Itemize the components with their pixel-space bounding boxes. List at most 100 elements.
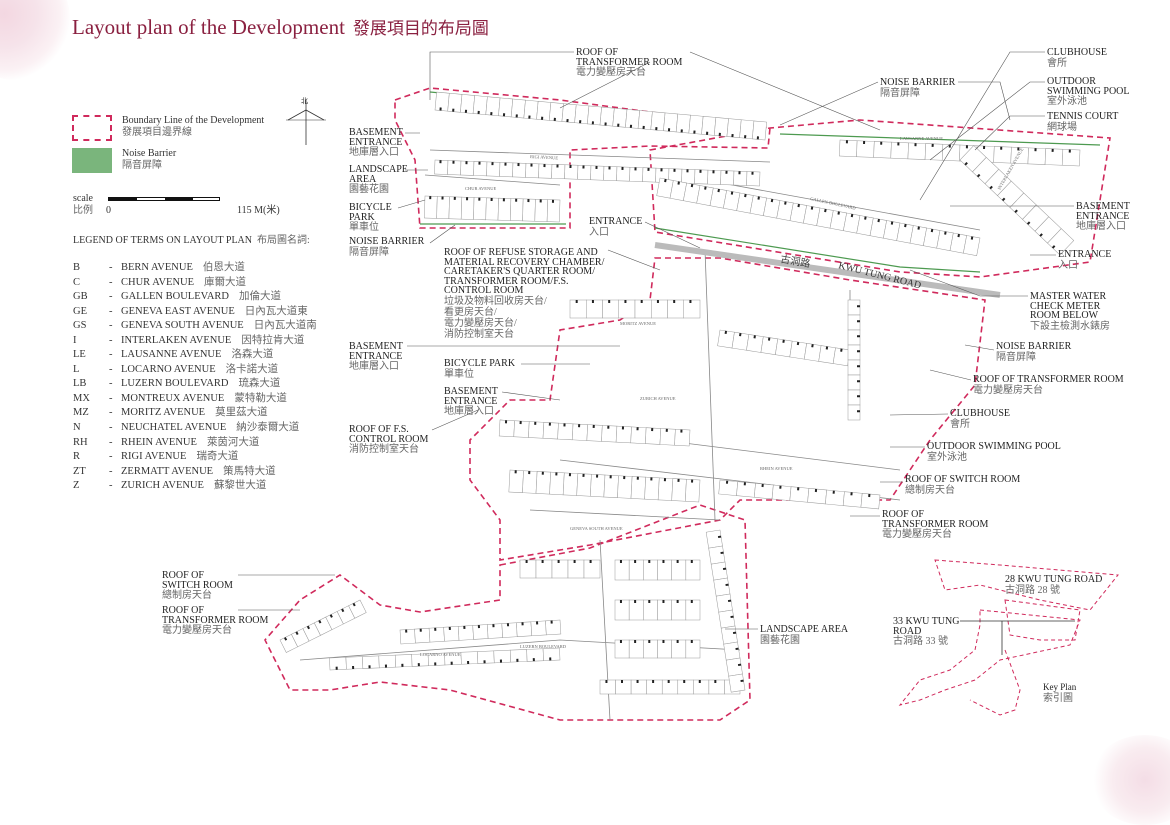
house-lot <box>847 314 861 331</box>
house-lot <box>643 599 658 621</box>
entrance-marker <box>464 109 468 113</box>
entrance-marker <box>352 665 355 670</box>
term-code: B <box>73 262 81 273</box>
entrance-marker <box>714 680 717 683</box>
term-code: MZ <box>73 407 89 419</box>
term-name-zh: 瑞奇大道 <box>196 451 239 463</box>
house-lot <box>789 486 810 503</box>
entrance-marker <box>548 422 551 426</box>
house-lot <box>362 655 380 669</box>
entrance-marker <box>478 161 481 165</box>
entrance-marker <box>931 143 934 147</box>
entrance-marker <box>452 160 455 164</box>
term-code: ZT <box>73 465 86 477</box>
entrance-marker <box>751 171 754 175</box>
entrance-marker <box>717 535 722 539</box>
entrance-marker <box>690 640 693 643</box>
entrance-marker <box>767 337 771 341</box>
term-name-zh: 萊茵河大道 <box>206 436 260 448</box>
entrance-marker <box>541 560 544 563</box>
house-lot <box>941 144 961 162</box>
entrance-marker <box>521 622 524 626</box>
house-lot <box>399 628 416 645</box>
entrance-marker <box>591 121 595 125</box>
entrance-marker <box>704 186 707 190</box>
entrance-marker <box>857 350 860 353</box>
entrance-marker <box>465 161 468 165</box>
house-lot <box>574 104 590 125</box>
entrance-marker <box>680 429 683 433</box>
house-lot <box>587 105 602 126</box>
entrance-marker <box>727 599 732 603</box>
house-lot <box>498 97 514 118</box>
term-name: RIGI AVENUE <box>121 451 187 463</box>
entrance-marker <box>532 658 535 662</box>
entrance-marker <box>543 164 546 168</box>
entrance-marker <box>609 475 612 479</box>
entrance-marker <box>690 183 694 188</box>
entrance-marker <box>725 583 729 587</box>
house-lot <box>685 599 701 621</box>
term-name: LAUSANNE AVENUE <box>121 349 222 361</box>
entrance-marker <box>568 473 572 477</box>
house-lot <box>535 471 551 495</box>
house-lot <box>628 559 644 581</box>
street-name: ZURICH AVENUE <box>640 396 676 401</box>
house-lot <box>628 599 644 621</box>
house-lot <box>667 299 684 319</box>
house-lot <box>615 679 632 695</box>
term-code: N <box>73 422 81 434</box>
entrance-marker <box>796 341 800 346</box>
term-name-zh: 庫爾大道 <box>204 276 247 288</box>
entrance-marker <box>720 551 724 555</box>
entrance-marker <box>656 300 659 303</box>
entrance-marker <box>857 305 860 308</box>
entrance-marker <box>318 619 322 624</box>
house-lot <box>545 619 562 636</box>
entrance-marker <box>550 620 553 624</box>
house-lot <box>726 118 742 138</box>
entrance-marker <box>642 125 645 130</box>
house-lot <box>825 489 845 506</box>
house-lot <box>873 141 892 159</box>
entrance-marker <box>405 629 408 633</box>
house-lot <box>599 106 615 127</box>
house-lot <box>567 559 585 579</box>
house-lot <box>718 479 739 496</box>
house-lot <box>561 103 577 123</box>
house-lot <box>634 299 652 319</box>
house-lot <box>625 109 640 129</box>
house-lot <box>963 235 981 256</box>
house-lot <box>728 673 746 693</box>
entrance-marker <box>515 114 518 118</box>
term-code: GB <box>73 291 88 303</box>
entrance-marker <box>705 131 709 135</box>
entrance-marker <box>502 113 506 117</box>
entrance-marker <box>352 602 356 607</box>
house-lot <box>460 94 475 114</box>
key-plan <box>898 559 1119 716</box>
entrance-marker <box>965 145 968 149</box>
entrance-marker <box>553 117 556 121</box>
terms-heading: LEGEND OF TERMS ON LAYOUT PLAN 布局圖名詞: <box>73 235 310 246</box>
house-lot <box>671 478 687 502</box>
house-lot <box>718 609 736 629</box>
term-name-zh: 因特拉肯大道 <box>241 334 305 346</box>
house-lot <box>644 476 660 501</box>
entrance-marker <box>739 333 742 337</box>
entrance-marker <box>617 123 620 127</box>
entrance-marker <box>1026 221 1031 225</box>
entrance-marker <box>914 143 917 147</box>
entrance-marker <box>504 162 507 166</box>
entrance-marker <box>662 640 665 643</box>
entrance-marker <box>527 199 530 203</box>
